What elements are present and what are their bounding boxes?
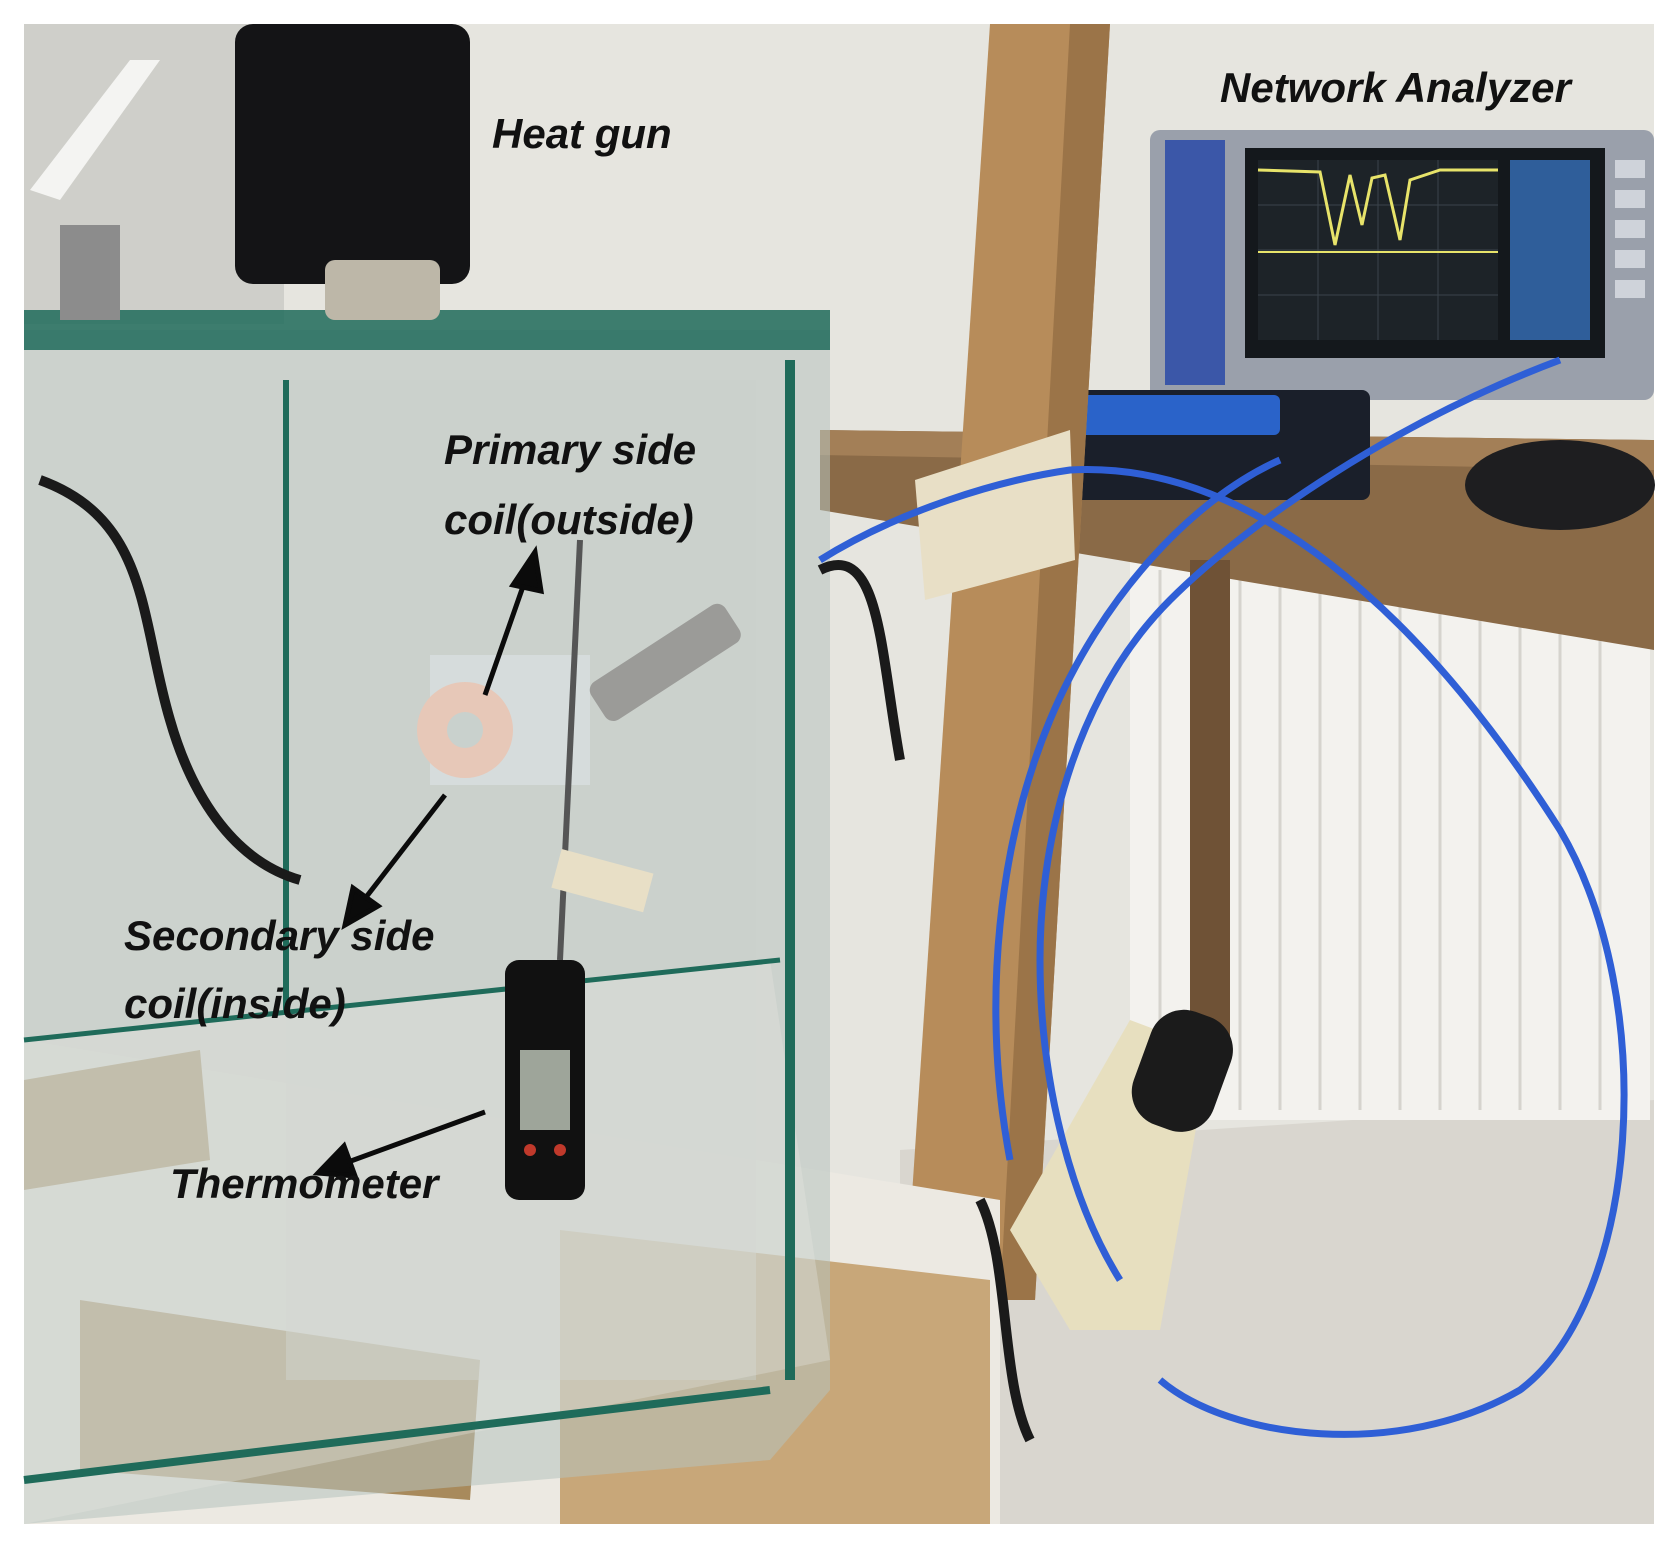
blue-case [1070, 390, 1370, 500]
thermometer-arrow [339, 1109, 486, 1168]
primary-coil-label-line2: coil(outside) [444, 496, 694, 543]
sma-connector [589, 603, 741, 722]
network-analyzer-label: Network Analyzer [1220, 64, 1571, 111]
heat-gun [60, 24, 470, 320]
primary-arrowhead [508, 545, 545, 595]
thermometer-arrowhead [312, 1141, 359, 1179]
black-bag [1465, 440, 1655, 530]
blue-coax-cables [818, 356, 1628, 1438]
heat-gun-label: Heat gun [492, 110, 672, 157]
probe-antenna [1010, 1009, 1233, 1330]
wooden-post [905, 24, 1110, 1300]
analyzer-trace [1257, 168, 1498, 246]
tape-on-post [915, 430, 1075, 600]
window-reflection [30, 60, 160, 200]
primary-arrow [482, 574, 530, 696]
primary-coil-label-line1: Primary side [444, 426, 697, 473]
black-cables [38, 475, 1035, 1443]
glass-tank [23, 310, 830, 1524]
coil-fixture [417, 603, 741, 785]
thermometer-label: Thermometer [170, 1160, 439, 1207]
annotation-arrows [312, 545, 545, 1179]
secondary-coil-label-line2: coil(inside) [124, 980, 346, 1027]
secondary-coil [447, 712, 483, 748]
secondary-coil-label-line1: Secondary side [124, 912, 435, 959]
network-analyzer-device [1150, 130, 1654, 400]
thermometer-device [505, 539, 654, 1200]
secondary-arrow [358, 793, 447, 907]
secondary-arrowhead [341, 883, 383, 930]
